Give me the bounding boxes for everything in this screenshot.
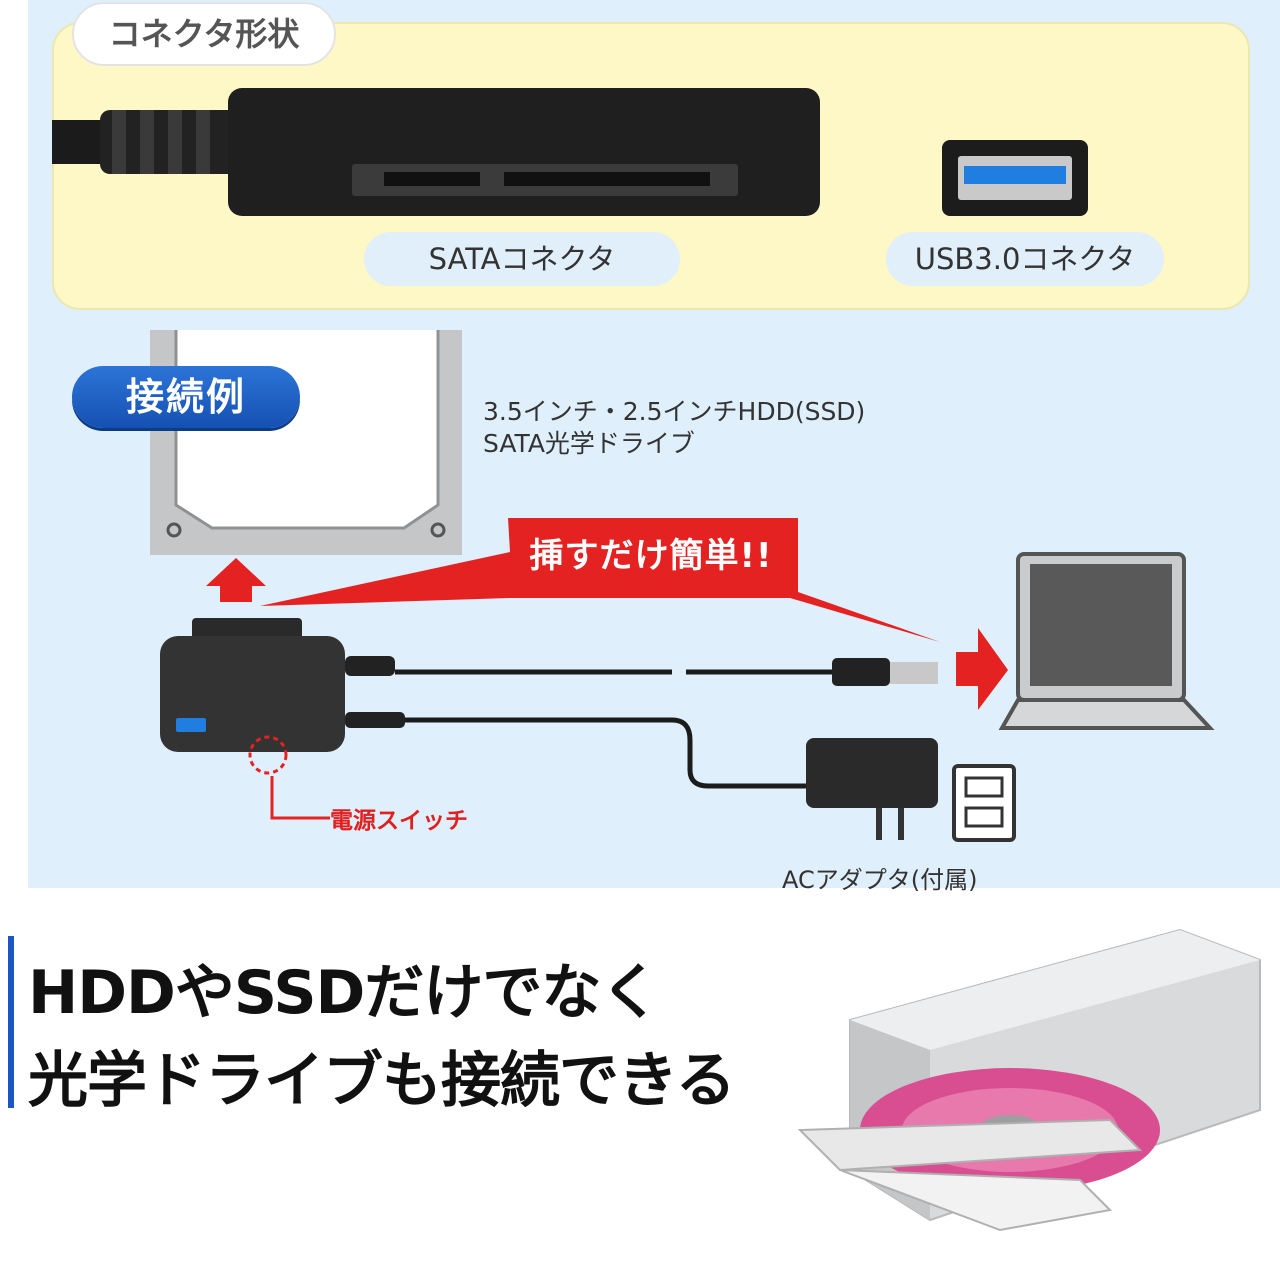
connector-shape-tab: コネクタ形状: [72, 2, 336, 66]
usb-blue-tongue-icon: [964, 166, 1066, 184]
connector-housing: [228, 88, 820, 216]
headline-line1: HDDやSSDだけでなく: [28, 958, 660, 1028]
hdd-icon: [150, 330, 462, 555]
optical-drive-icon: [797, 928, 1261, 1232]
strain-relief: [100, 110, 240, 174]
headline-accent-bar: [8, 936, 14, 1108]
sata-connector-label: SATAコネクタ: [364, 232, 680, 286]
ac-adapter-label: ACアダプタ(付属): [782, 866, 978, 894]
drive-label-line2: SATA光学ドライブ: [483, 429, 695, 458]
drive-label-line1: 3.5インチ・2.5インチHDD(SSD): [483, 397, 866, 426]
usb3-connector-illustration: [942, 140, 1088, 216]
connection-example-badge: 接続例: [72, 366, 300, 428]
ac-adapter-icon: [806, 738, 938, 840]
connection-diagram: [150, 330, 1215, 842]
sata-port-icon: [352, 164, 738, 196]
usb-sata-adapter-icon: [160, 618, 345, 775]
right-arrow-icon: [956, 628, 1008, 710]
dc-power-cable: [345, 712, 810, 789]
wall-outlet-icon: [952, 764, 1016, 842]
easy-insert-callout: 挿すだけ簡単!!: [529, 536, 773, 576]
power-switch-leader: [270, 776, 330, 820]
callout-shape: [260, 518, 940, 642]
usb-cable: [345, 656, 938, 686]
up-arrow-icon: [206, 558, 266, 602]
power-switch-label: 電源スイッチ: [330, 808, 468, 834]
laptop-icon: [998, 552, 1215, 730]
headline-line2: 光学ドライブも接続できる: [28, 1046, 736, 1116]
usb-connector-label: USB3.0コネクタ: [886, 232, 1164, 286]
sata-connector-illustration: [52, 88, 820, 216]
